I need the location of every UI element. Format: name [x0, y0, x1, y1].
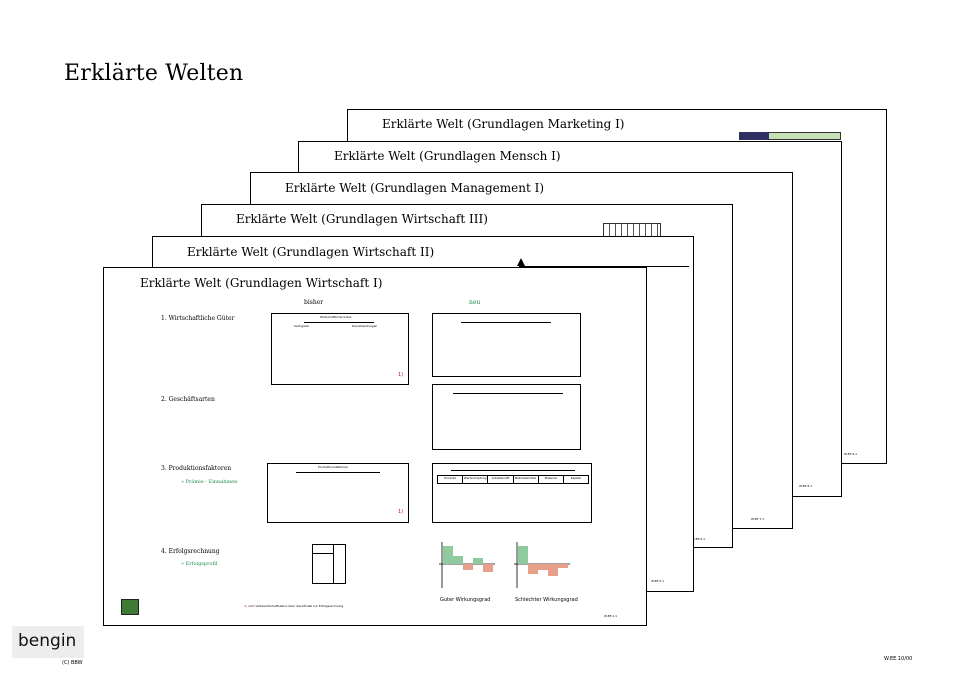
factors-title: Produktionsfaktoren — [318, 465, 349, 469]
factor-label: Betriebsmittel — [514, 476, 539, 483]
bengin-logo: bengin — [12, 626, 84, 658]
mini-axis — [519, 266, 689, 267]
factor-header-row: Produkt Wertschöpfung Arbeitskraft Betri… — [437, 475, 589, 484]
factor-label: Kapital — [570, 476, 582, 480]
section-1-label: 1. Wirtschaftliche Güter — [161, 315, 235, 322]
profile-chart-bad — [514, 542, 570, 588]
sheet-title: Erklärte Welt (Grundlagen Wirtschaft III… — [236, 212, 488, 226]
copyright: (C) BBW — [62, 660, 83, 666]
goods-diagram-old: Wirtschaftliche Güter Sachgüter Dienstle… — [271, 313, 409, 385]
profile-chart-good — [439, 542, 495, 588]
sheet-code: W.EE.7.1 — [751, 517, 765, 521]
footnote-marker: 1) — [398, 372, 404, 378]
sheet-title: Erklärte Welt (Grundlagen Wirtschaft I) — [140, 276, 383, 290]
sheet-code: W.EE.5.1 — [651, 579, 665, 583]
footnote-text: vom Volkswirtschaftslehre über das Model… — [248, 604, 344, 608]
section-2-label: 2. Geschäftsarten — [161, 396, 215, 403]
sheet-title: Erklärte Welt (Grundlagen Wirtschaft II) — [187, 245, 435, 259]
goods-diagram-new — [432, 313, 581, 377]
goods-diagram-title: Wirtschaftliche Güter — [320, 315, 352, 319]
page-title: Erklärte Welten — [64, 61, 244, 86]
sheet-code: W.EE.8.1 — [799, 484, 813, 488]
sheet-code: W.EE.9.1 — [844, 452, 858, 456]
footnote-marker: 1) — [398, 509, 404, 515]
column-label-bisher: bisher — [304, 299, 324, 306]
sheet-wirtschaft-1[interactable]: Erklärte Welt (Grundlagen Wirtschaft I) … — [103, 267, 647, 626]
page-code: W.EE.10/00 — [884, 656, 913, 662]
factors-diagram-old: Produktionsfaktoren 1) — [267, 463, 409, 523]
section-4-sub: » Erfolgsprofil — [181, 561, 218, 567]
mini-marker — [517, 258, 525, 266]
section-3-sub: » Prämie - Einnahmen — [181, 479, 238, 485]
factor-label: Arbeitskraft — [488, 476, 514, 483]
goods-left-label: Sachgüter — [294, 324, 310, 328]
result-table — [312, 544, 346, 584]
factor-label: Material — [539, 476, 564, 483]
sheet-title: Erklärte Welt (Grundlagen Management I) — [285, 181, 545, 195]
chart-bad-caption: Schlechter Wirkungsgrad — [515, 597, 578, 603]
seal-icon — [121, 599, 139, 615]
sheet-code: W.EE.1.1 — [604, 614, 618, 618]
section-4-label: 4. Erfolgsrechnung — [161, 548, 220, 555]
sheet-title: Erklärte Welt (Grundlagen Mensch I) — [334, 149, 561, 163]
sheet-title: Erklärte Welt (Grundlagen Marketing I) — [382, 117, 625, 131]
footnote: 1) vom Volkswirtschaftslehre über das Mo… — [244, 604, 344, 608]
mini-table-dark-cell — [739, 132, 769, 140]
goods-right-label: Dienstleistungen — [352, 324, 378, 328]
column-label-neu: neu — [469, 299, 481, 306]
sheet-code: W.EE.6.1 — [692, 537, 706, 541]
factor-label: Produkt — [438, 476, 464, 483]
section-3-label: 3. Produktionsfaktoren — [161, 465, 232, 472]
factor-label: Wertschöpfung — [463, 476, 489, 483]
factors-diagram-new: Produkt Wertschöpfung Arbeitskraft Betri… — [432, 463, 592, 523]
chart-good-caption: Guter Wirkungsgrad — [440, 597, 491, 603]
business-types-diagram — [432, 384, 581, 450]
